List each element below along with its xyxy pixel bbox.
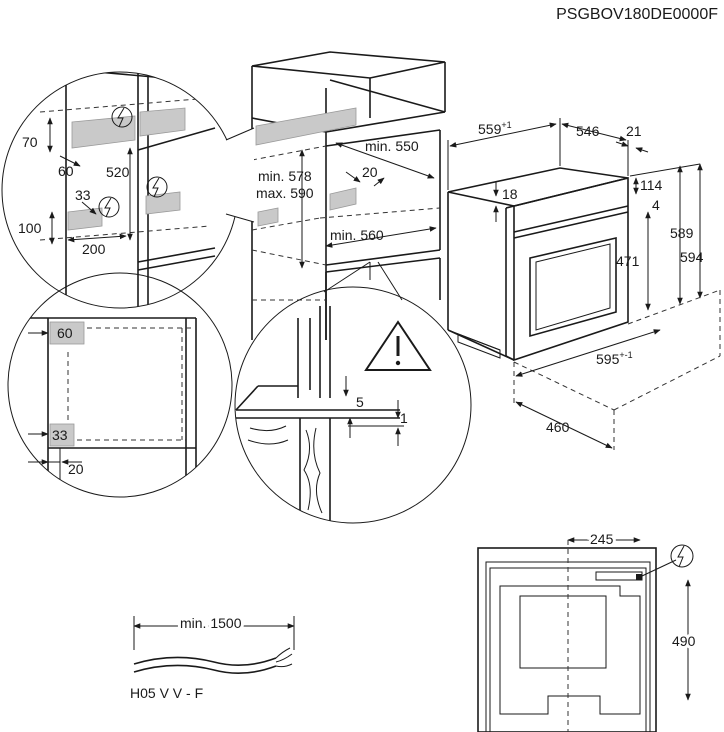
cable-type: H05 V V - F	[130, 685, 203, 701]
lower-cabinet	[252, 262, 371, 340]
warning-triangle-icon	[364, 320, 432, 371]
oven-depth-total: 460	[546, 419, 570, 435]
section-d60: 60	[57, 325, 73, 341]
cabinet-min-width: min. 560	[330, 227, 384, 243]
electric-hazard-icon	[670, 544, 694, 568]
cabinet-dimensions: min. 578 max. 590 min. 550 20 min. 560	[256, 138, 437, 269]
electric-hazard-icon	[146, 176, 168, 198]
cable-length: min. 1500	[180, 615, 242, 631]
cabinet-niche	[251, 51, 446, 340]
cabinet-gap: 20	[362, 164, 378, 180]
oven-top-offset: 18	[502, 186, 518, 202]
cabinet-max-height: max. 590	[256, 185, 314, 201]
detail-section-circle: 60 33 20	[7, 272, 233, 498]
oven-height-b: 594	[680, 249, 704, 265]
section-d33: 33	[52, 427, 68, 443]
oven-dimensions: 559+1 546 21 18 114 4 471 589 594 595+-1…	[447, 118, 721, 450]
electric-hazard-icon	[98, 196, 120, 218]
back-width: 245	[590, 531, 614, 547]
cable-drawing: min. 1500 H05 V V - F	[130, 612, 295, 701]
back-height: 490	[672, 633, 696, 649]
vent-d70: 70	[22, 134, 38, 150]
warning-d5: 5	[356, 394, 364, 410]
oven-side-a: 114	[640, 177, 663, 193]
electric-hazard-icon	[111, 106, 133, 128]
vent-d60: 60	[58, 163, 74, 179]
oven-side-b: 4	[652, 197, 660, 213]
back-view-drawing: 245 490	[477, 528, 699, 732]
detail-vent-circle: 70 60 520 33 100 200	[1, 71, 239, 309]
oven-front-width: 595+-1	[596, 350, 633, 367]
oven-depth-front: 21	[626, 123, 642, 139]
detail-warning-circle: 5 1	[234, 286, 472, 524]
vent-d33: 33	[75, 187, 91, 203]
vent-d200: 200	[82, 241, 106, 257]
vent-d520: 520	[106, 164, 130, 180]
cabinet-min-height: min. 578	[258, 168, 312, 184]
model-code: PSGBOV180DE0000F	[556, 6, 718, 23]
oven-depth-body: 546	[576, 123, 600, 139]
cabinet-min-depth: min. 550	[365, 138, 419, 154]
oven-inner-height: 471	[616, 253, 640, 269]
warning-d1: 1	[400, 410, 408, 426]
oven-height-a: 589	[670, 225, 694, 241]
vent-d100: 100	[18, 220, 42, 236]
oven-width: 559+1	[478, 120, 512, 137]
section-d20: 20	[68, 461, 84, 477]
oven-drawing	[447, 167, 629, 362]
